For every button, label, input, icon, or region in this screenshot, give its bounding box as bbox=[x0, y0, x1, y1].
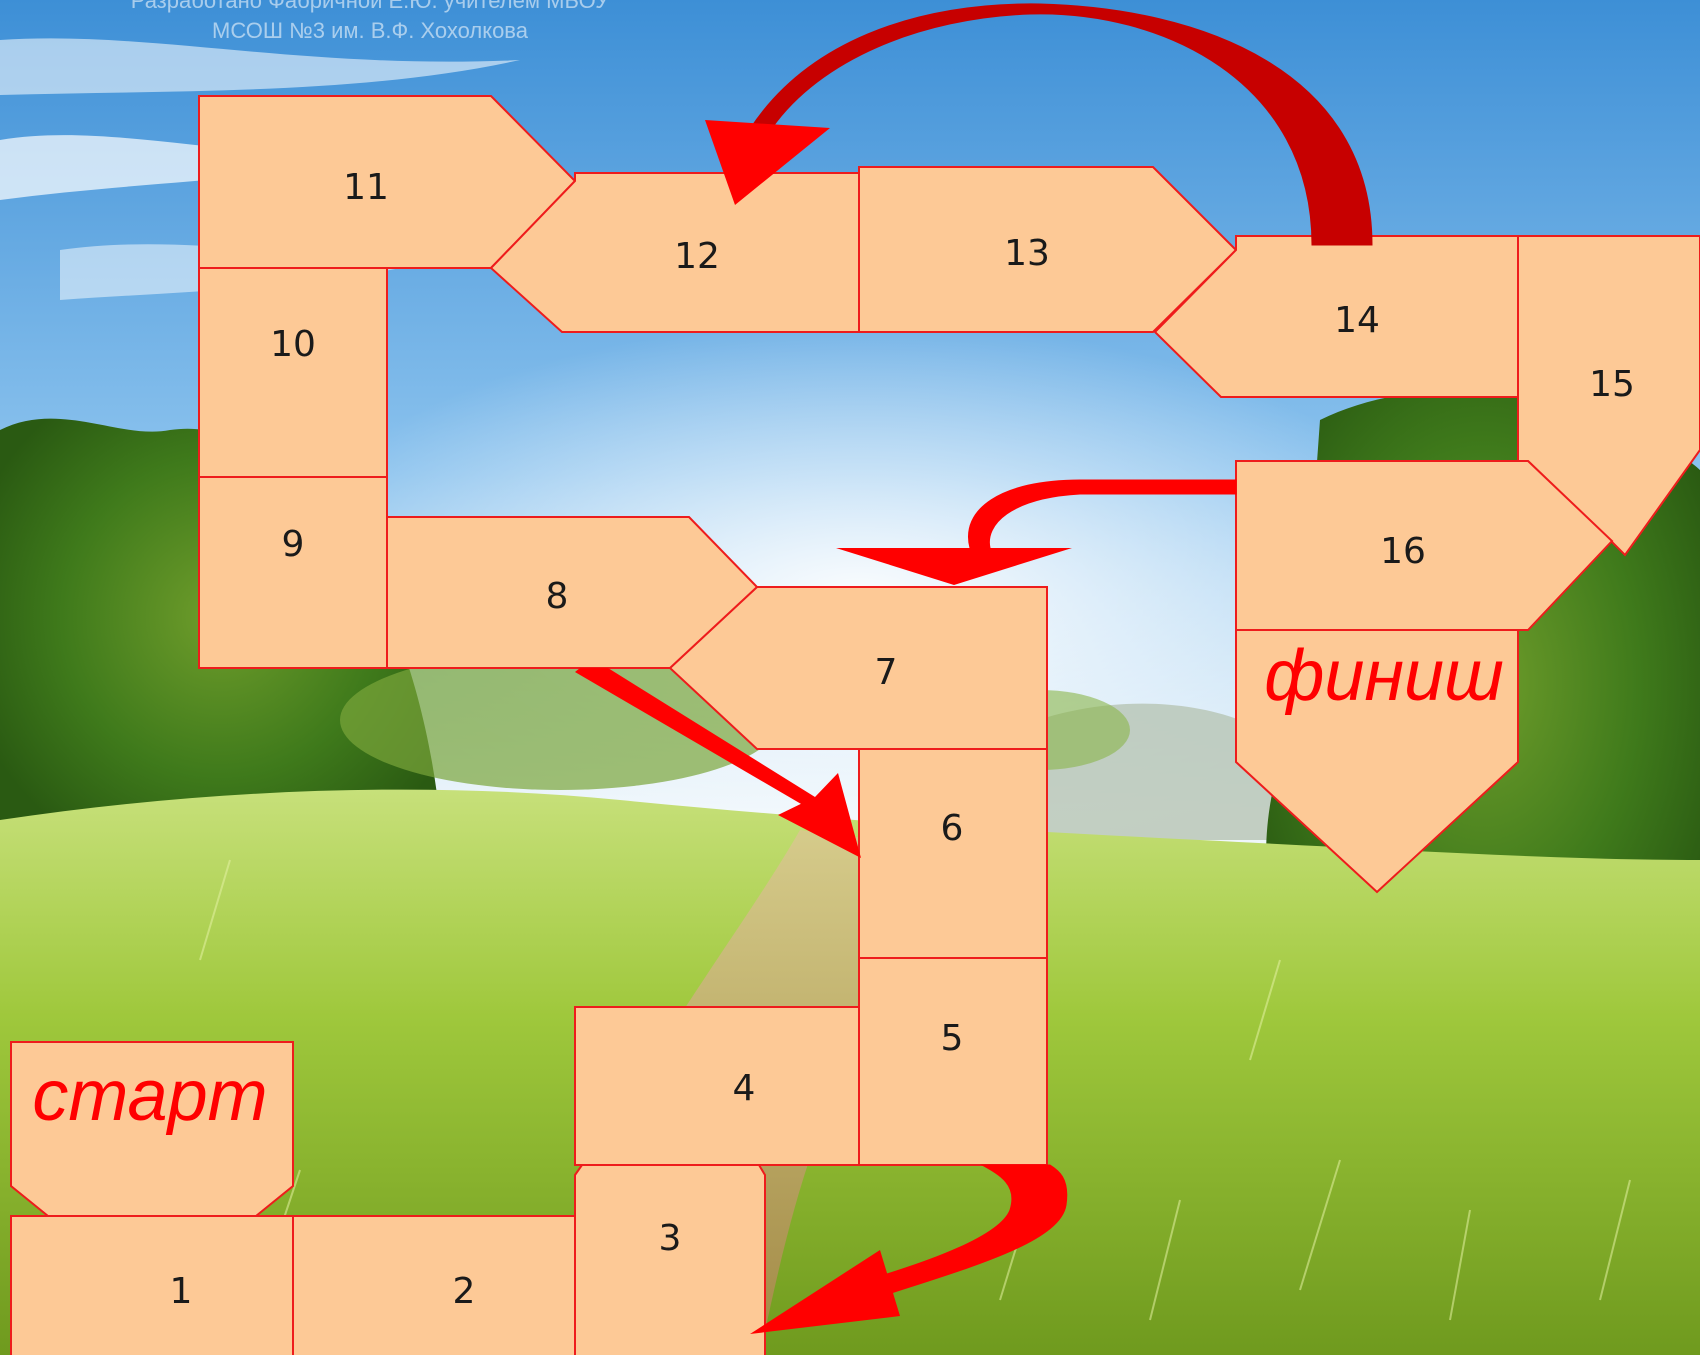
cell-number: 1 bbox=[170, 1271, 193, 1312]
finish-label: финиш bbox=[1264, 636, 1504, 716]
cell-number: 16 bbox=[1380, 531, 1426, 572]
board-cell-1[interactable]: 1 bbox=[11, 1216, 293, 1355]
board-cell-2[interactable]: 2 bbox=[293, 1216, 575, 1355]
board-cell-5[interactable]: 5 bbox=[859, 958, 1047, 1165]
board-cell-9[interactable]: 9 bbox=[199, 477, 387, 668]
cell-number: 13 bbox=[1004, 233, 1050, 274]
cell-number: 5 bbox=[941, 1018, 964, 1059]
finish-cell[interactable]: финиш bbox=[1236, 630, 1518, 892]
board-cell-4[interactable]: 4 bbox=[575, 1007, 859, 1165]
cell-number: 11 bbox=[343, 167, 389, 208]
shortcut-arrow-5-to-3 bbox=[750, 1165, 1067, 1334]
cell-number: 7 bbox=[875, 652, 898, 693]
board-cell-3[interactable]: 3 bbox=[575, 1165, 765, 1355]
cell-number: 3 bbox=[659, 1218, 682, 1259]
board-cell-10[interactable]: 10 bbox=[199, 268, 387, 477]
cell-number: 14 bbox=[1334, 300, 1380, 341]
board-cell-16[interactable]: 16 bbox=[1236, 461, 1612, 630]
cell-number: 12 bbox=[674, 236, 720, 277]
shortcut-arrow-16-to-7 bbox=[836, 480, 1236, 585]
cell-number: 10 bbox=[270, 324, 316, 365]
start-label: старт bbox=[32, 1056, 267, 1136]
start-cell[interactable]: старт bbox=[11, 1042, 293, 1216]
board-cell-6[interactable]: 6 bbox=[859, 749, 1047, 958]
cell-number: 8 bbox=[546, 576, 569, 617]
cell-number: 9 bbox=[282, 524, 305, 565]
cell-number: 6 bbox=[941, 808, 964, 849]
cell-number: 4 bbox=[733, 1068, 756, 1109]
cell-number: 15 bbox=[1589, 364, 1635, 405]
cell-number: 2 bbox=[453, 1271, 476, 1312]
